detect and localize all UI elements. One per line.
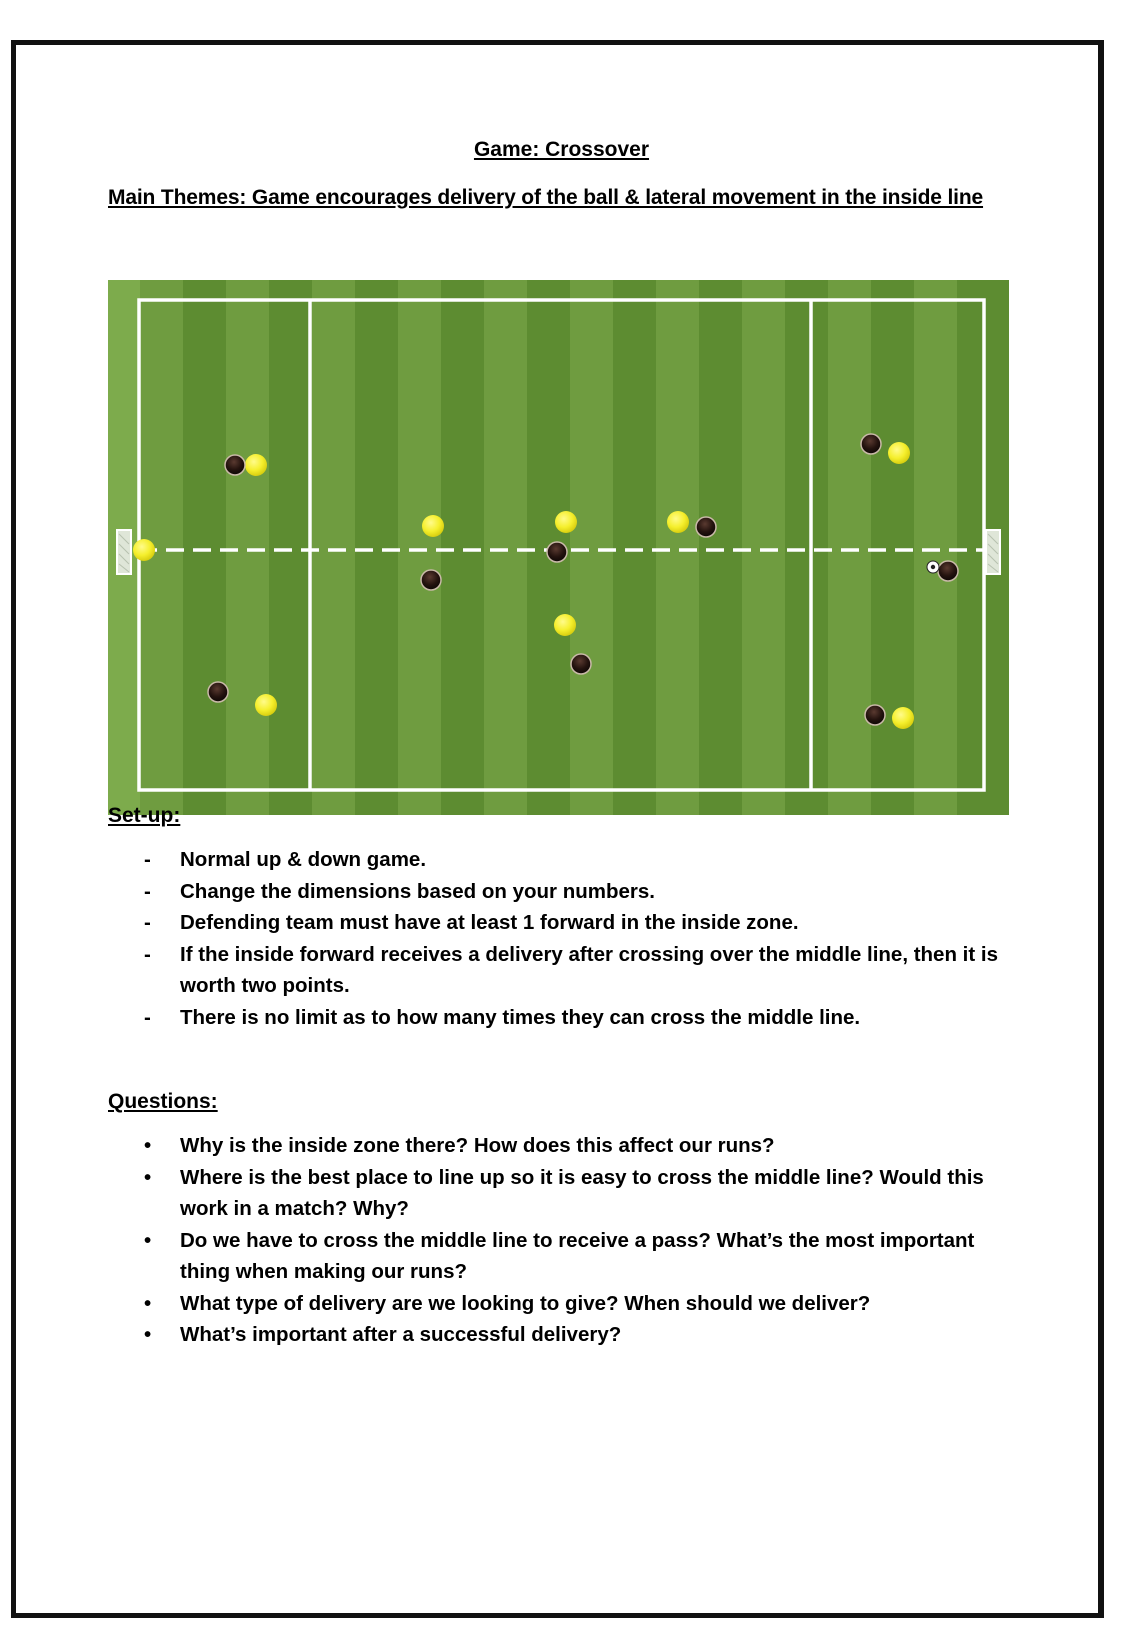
page-title: Game: Crossover xyxy=(473,138,650,161)
main-themes: Main Themes: Game encourages delivery of… xyxy=(108,186,984,209)
pitch-diagram xyxy=(108,280,1009,815)
dark-player xyxy=(420,569,442,591)
list-item: •Where is the best place to line up so i… xyxy=(144,1165,984,1221)
list-item: -Defending team must have at least 1 for… xyxy=(144,911,799,934)
list-item: •What’s important after a successful del… xyxy=(144,1323,622,1346)
dark-player xyxy=(937,560,959,582)
page-border xyxy=(11,40,1104,1618)
dark-player xyxy=(695,516,717,538)
list-item: -Normal up & down game. xyxy=(144,848,427,871)
dark-player xyxy=(207,681,229,703)
yellow-team xyxy=(133,442,914,729)
list-item: •Why is the inside zone there? How does … xyxy=(144,1134,775,1157)
dark-player xyxy=(570,653,592,675)
dark-player xyxy=(864,704,886,726)
list-item: -There is no limit as to how many times … xyxy=(144,1005,861,1029)
yellow-player xyxy=(422,515,444,537)
yellow-player xyxy=(255,694,277,716)
list-item: •What type of delivery are we looking to… xyxy=(144,1291,871,1315)
list-item: -If the inside forward receives a delive… xyxy=(144,942,998,998)
grass-stripes xyxy=(108,280,1009,815)
questions-heading: Questions: xyxy=(108,1090,218,1113)
list-item: •Do we have to cross the middle line to … xyxy=(144,1228,975,1284)
setup-heading: Set-up: xyxy=(108,804,181,827)
dark-player xyxy=(546,541,568,563)
ball-icon xyxy=(926,560,940,574)
yellow-player xyxy=(245,454,267,476)
dark-team xyxy=(207,433,959,726)
goal-right xyxy=(985,529,1001,575)
yellow-player xyxy=(554,614,576,636)
yellow-player xyxy=(133,539,155,561)
dark-player xyxy=(224,454,246,476)
yellow-player xyxy=(667,511,689,533)
dark-player xyxy=(860,433,882,455)
setup-list: -Normal up & down game. -Change the dime… xyxy=(140,844,1020,1033)
questions-list: •Why is the inside zone there? How does … xyxy=(140,1130,1020,1351)
yellow-player xyxy=(888,442,910,464)
list-item: -Change the dimensions based on your num… xyxy=(144,879,655,903)
goal-left xyxy=(116,529,132,575)
yellow-player xyxy=(892,707,914,729)
yellow-player xyxy=(555,511,577,533)
